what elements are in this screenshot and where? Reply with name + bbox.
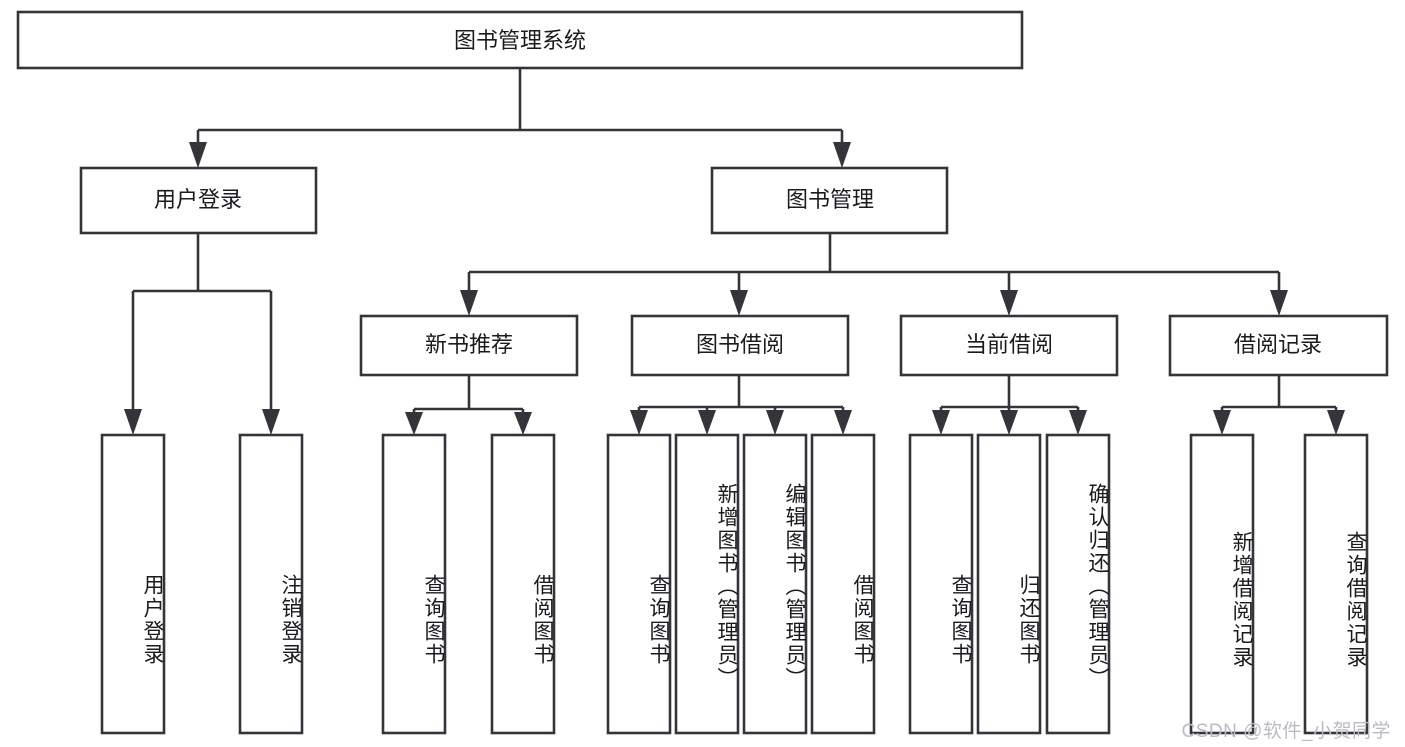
node-root-label: 图书管理系统 [454,28,586,53]
arrow-head-icon [1069,410,1087,435]
arrow-head-icon [766,410,784,435]
leaf-cb-return-book-rect[interactable] [976,433,1042,735]
connector-user-login-to-leaves [124,233,280,435]
arrow-head-icon [460,290,478,316]
arrow-head-icon [1213,410,1231,435]
leaf-logout-rect[interactable] [238,433,304,735]
arrow-head-icon [833,142,851,168]
arrow-head-icon [630,410,648,435]
arrow-head-icon [124,409,142,435]
watermark: CSDN @软件_小贺同学 [1181,721,1391,742]
connector-current-borrow-to-leaves [932,375,1087,435]
arrow-head-icon [698,410,716,435]
node-book-management[interactable]: 图书管理 [710,166,949,235]
arrow-head-icon [1000,290,1018,316]
arrow-head-icon [1000,410,1018,435]
node-user-login[interactable]: 用户登录 [79,166,318,235]
node-new-book-recommend-label: 新书推荐 [425,332,513,357]
leaf-bb-add-book-rect[interactable] [674,433,740,735]
node-book-borrow[interactable]: 图书借阅 [630,314,850,377]
node-book-borrow-label: 图书借阅 [696,332,784,357]
arrow-head-icon [1270,290,1288,316]
arrow-head-icon [932,410,950,435]
connector-new-book-to-leaves [405,375,532,435]
leaf-cb-query-book-rect[interactable] [908,433,974,735]
node-borrow-records-label: 借阅记录 [1234,332,1322,357]
leaf-bb-query-book-rect[interactable] [606,433,672,735]
node-book-management-label: 图书管理 [786,187,874,212]
connector-book-manage-to-level3 [460,233,1288,316]
node-new-book-recommend[interactable]: 新书推荐 [359,314,579,377]
leaf-nbr-query-book-rect[interactable] [381,433,447,735]
leaf-br-add-record-rect[interactable] [1189,433,1255,735]
node-current-borrow-label: 当前借阅 [965,332,1053,357]
connector-book-borrow-to-leaves [630,375,852,435]
arrow-head-icon [189,142,207,168]
arrow-head-icon [514,412,532,435]
arrow-head-icon [1327,410,1345,435]
connector-borrow-records-to-leaves [1213,375,1345,435]
connector-root-to-level2 [189,68,851,168]
leaf-cb-confirm-return-rect[interactable] [1045,433,1111,735]
node-borrow-records[interactable]: 借阅记录 [1168,314,1389,377]
node-user-login-label: 用户登录 [154,187,242,212]
leaf-user-login-rect[interactable] [100,433,166,735]
node-root-book-management-system[interactable]: 图书管理系统 [16,10,1024,70]
node-current-borrow[interactable]: 当前借阅 [899,314,1119,377]
leaf-bb-borrow-book-rect[interactable] [810,433,876,735]
leaf-nbr-borrow-book-rect[interactable] [490,433,556,735]
arrow-head-icon [834,410,852,435]
arrow-head-icon [262,409,280,435]
leaf-br-query-record-rect[interactable] [1303,433,1369,735]
arrow-head-icon [730,290,748,316]
leaf-bb-edit-book-rect[interactable] [742,433,808,735]
arrow-head-icon [405,412,423,435]
